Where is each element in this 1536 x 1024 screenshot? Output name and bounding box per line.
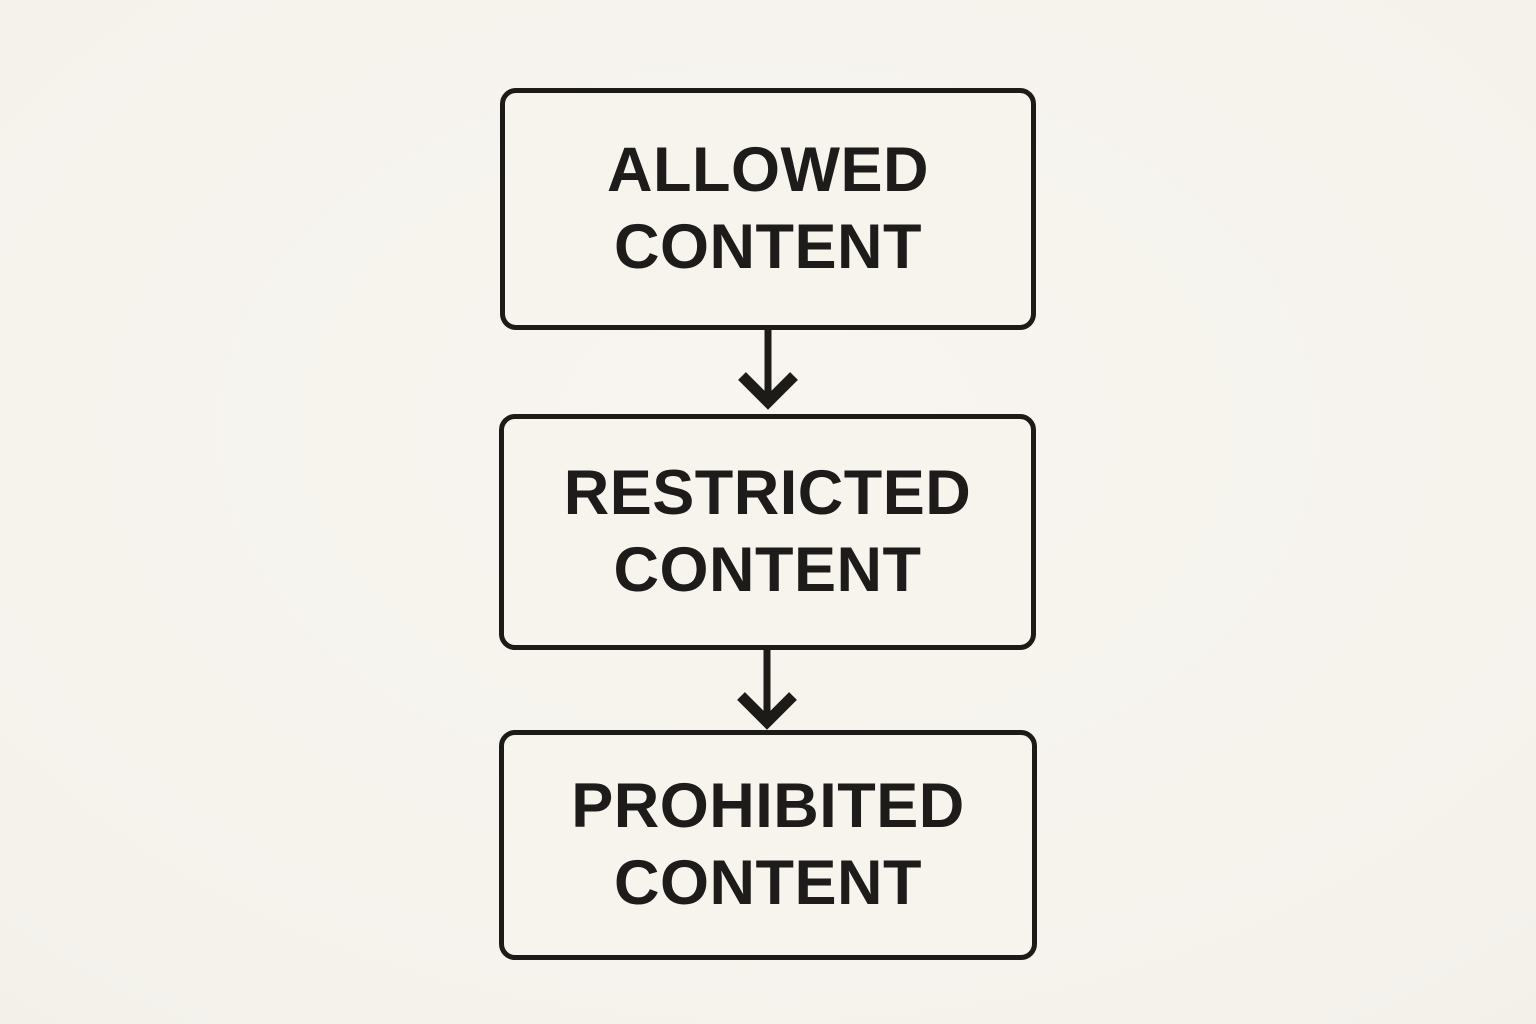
- node-prohibited-content: PROHIBITED CONTENT: [499, 730, 1037, 960]
- arrow-down-icon: [738, 330, 798, 410]
- arrow-down-icon: [737, 650, 797, 730]
- node-restricted-content-label: RESTRICTED CONTENT: [563, 458, 972, 605]
- node-allowed-content-label: ALLOWED CONTENT: [607, 135, 929, 282]
- node-restricted-content: RESTRICTED CONTENT: [499, 414, 1036, 650]
- node-allowed-content: ALLOWED CONTENT: [500, 88, 1036, 330]
- node-prohibited-content-label: PROHIBITED CONTENT: [571, 771, 965, 918]
